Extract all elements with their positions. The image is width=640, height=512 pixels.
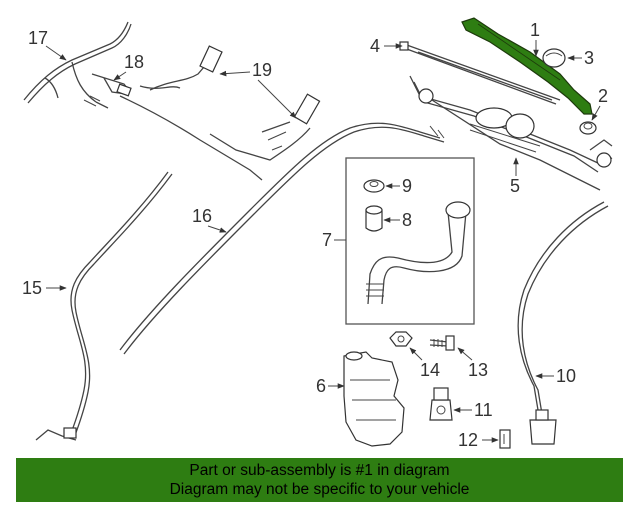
callout-number-3: 3 [584,48,594,68]
callout-16: 16 [192,206,227,233]
callout-7: 7 [322,230,346,250]
callout-number-18: 18 [124,52,144,72]
long-washer-hose-part-16[interactable] [119,122,445,355]
callout-12: 12 [458,430,499,450]
callout-number-17: 17 [28,28,48,48]
wiper-arm-part-1-highlighted[interactable] [461,17,593,115]
callout-number-12: 12 [458,430,478,450]
callout-1: 1 [530,20,540,57]
reservoir-bolt-part-13[interactable] [429,335,455,351]
callout-15: 15 [22,278,67,298]
callout-number-10: 10 [556,366,576,386]
filler-neck-box-part-7[interactable] [345,157,475,325]
filler-neck-tube[interactable] [366,201,471,305]
callout-number-4: 4 [370,36,380,56]
callout-number-9: 9 [402,176,412,196]
callout-3: 3 [567,48,594,68]
connector-part-12[interactable] [499,429,511,449]
washer-reservoir-part-6[interactable] [343,351,405,447]
callout-2: 2 [591,86,608,121]
callout-number-2: 2 [598,86,608,106]
wiper-linkage-motor-part-5[interactable] [409,75,613,191]
rear-washer-hose-part-15[interactable] [35,171,173,441]
callout-number-1: 1 [530,20,540,40]
callout-11: 11 [453,400,493,420]
callout-19: 19 [219,60,297,119]
callout-number-13: 13 [468,360,488,380]
hood-hose-nozzle-part-19[interactable] [119,45,321,181]
callout-4: 4 [370,36,403,56]
wiper-blade-part-4[interactable] [399,41,561,105]
info-banner: Part or sub-assembly is #1 in diagram Di… [16,458,623,502]
callout-8: 8 [383,210,412,230]
callout-9: 9 [385,176,412,196]
washer-hose-assembly-part-17[interactable] [23,21,132,109]
callout-number-14: 14 [420,360,440,380]
callout-14: 14 [409,347,440,380]
hose-connector-part-18[interactable] [91,73,132,97]
callout-number-7: 7 [322,230,332,250]
reservoir-nut-part-14[interactable] [389,331,413,347]
banner-line-1: Part or sub-assembly is #1 in diagram [189,462,450,479]
banner-line-2: Diagram may not be specific to your vehi… [169,481,470,498]
rear-hose-with-pump-part-10[interactable] [517,201,609,445]
callout-number-11: 11 [474,400,493,420]
callout-number-15: 15 [22,278,42,298]
callout-17: 17 [28,28,67,61]
wiper-arm-cap-part-3[interactable] [542,48,566,68]
callout-number-5: 5 [510,176,520,196]
wiper-arm-nut-part-2[interactable] [579,121,597,135]
callout-10: 10 [535,366,576,386]
callout-13: 13 [457,347,488,380]
callout-number-6: 6 [316,376,326,396]
callout-number-8: 8 [402,210,412,230]
callout-5: 5 [510,157,520,196]
callout-number-19: 19 [252,60,272,80]
washer-pump-part-11[interactable] [429,387,453,421]
seal-part-8[interactable] [365,205,383,232]
callout-number-16: 16 [192,206,212,226]
callout-18: 18 [113,52,144,81]
grommet-part-9[interactable] [363,179,385,193]
parts-diagram: 1 2 3 4 5 6 7 8 9 10 11 12 [22,17,613,450]
callout-6: 6 [316,376,345,396]
